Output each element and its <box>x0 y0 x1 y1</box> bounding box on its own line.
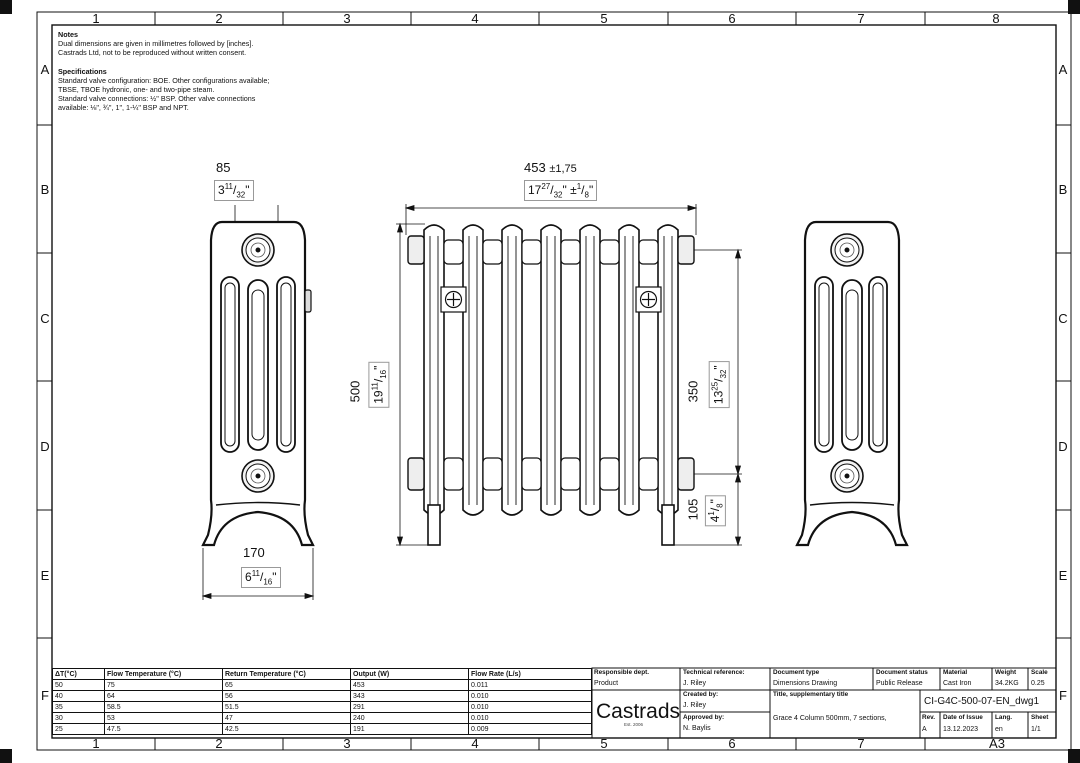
spec-line: Standard valve configuration: BOE. Other… <box>58 75 270 85</box>
corner-mark-tl <box>0 0 12 14</box>
foot-inches: 611/16" <box>241 567 281 589</box>
material-value: Cast Iron <box>943 680 972 687</box>
side-view-right <box>795 220 909 547</box>
flow-rate-table: ΔT(°C) Flow Temperature (°C) Return Temp… <box>52 668 592 735</box>
grid-row-d-right: D <box>1058 439 1068 454</box>
responsible-label: Responsible dept. <box>594 669 650 676</box>
logo-established: Est. 2006 <box>624 722 644 727</box>
notes-block: Notes Dual dimensions are given in milli… <box>58 30 269 113</box>
issue-value: 13.12.2023 <box>943 726 979 733</box>
table-row: 50 75 65 453 0.011 <box>52 679 592 691</box>
grid-row-f-right: F <box>1059 688 1067 703</box>
grid-col-2-bottom: 2 <box>215 736 223 751</box>
created-value: J. Riley <box>683 702 706 709</box>
paper-size: A3 <box>989 736 1005 751</box>
grid-row-b: B <box>40 182 50 197</box>
approved-value: N. Baylis <box>683 725 711 732</box>
grid-col-5: 5 <box>600 11 608 26</box>
grid-col-1-bottom: 1 <box>92 736 100 751</box>
corner-mark-tr <box>1068 0 1080 14</box>
corner-mark-bl <box>0 749 12 763</box>
front-view <box>407 224 695 546</box>
tech-ref-label: Technical reference: <box>683 669 745 676</box>
sheet-label: Sheet <box>1031 714 1049 721</box>
doc-status-value: Public Release <box>876 680 923 687</box>
sheet-value: 1/1 <box>1031 726 1041 733</box>
depth-top-inches: 311/32" <box>214 180 254 202</box>
table-cell: 47.5 <box>104 723 223 735</box>
grid-col-4: 4 <box>471 11 479 26</box>
title-value: Grace 4 Column 500mm, 7 sections, <box>773 715 887 722</box>
grid-col-4-bottom: 4 <box>471 736 479 751</box>
rev-label: Rev. <box>922 714 936 721</box>
scale-value: 0.25 <box>1031 680 1045 687</box>
grid-col-7: 7 <box>857 11 865 26</box>
grid-col-3: 3 <box>343 11 351 26</box>
grid-row-a-right: A <box>1058 62 1068 77</box>
grid-row-d: D <box>40 439 50 454</box>
spec-line: available: ⅛", ¾", 1", 1-¼" BSP and NPT. <box>58 103 189 113</box>
table-cell: 0.009 <box>468 723 592 735</box>
scale-label: Scale <box>1031 669 1048 676</box>
lang-value: en <box>995 726 1003 733</box>
grid-col-1: 1 <box>92 11 100 26</box>
tech-ref-value: J. Riley <box>683 680 706 687</box>
grid-row-e: E <box>40 568 50 583</box>
responsible-value: Product <box>594 680 619 687</box>
grid-row-a: A <box>40 62 50 77</box>
approved-label: Approved by: <box>683 714 725 721</box>
grid-col-8: 8 <box>992 11 1000 26</box>
spec-line: TBSE, TBOE hydronic, one- and two-pipe s… <box>58 85 215 95</box>
dimension-lines <box>201 204 742 600</box>
doc-status-label: Document status <box>876 669 928 676</box>
material-label: Material <box>943 669 968 676</box>
notes-heading: Notes <box>58 30 78 39</box>
side-view-left <box>201 220 315 547</box>
spec-heading: Specifications <box>58 66 107 76</box>
weight-value: 34.2KG <box>995 680 1019 687</box>
grid-col-6-bottom: 6 <box>728 736 736 751</box>
doc-type-label: Document type <box>773 669 820 676</box>
spec-line: Standard valve connections: ½" BSP. Othe… <box>58 94 256 104</box>
table-cell: 191 <box>350 723 469 735</box>
foot-mm: 170 <box>243 545 265 560</box>
grid-col-5-bottom: 5 <box>600 736 608 751</box>
depth-top-mm: 85 <box>216 160 231 175</box>
width-inches: 1727/32" ±1/8" <box>524 180 598 202</box>
grid-col-6: 6 <box>728 11 736 26</box>
grid-col-3-bottom: 3 <box>343 736 351 751</box>
drawing-id: CI-G4C-500-07-EN_dwg1 <box>924 696 1040 707</box>
grid-row-e-right: E <box>1058 568 1068 583</box>
grid-col-7-bottom: 7 <box>857 736 865 751</box>
doc-type-value: Dimensions Drawing <box>773 680 838 687</box>
grid-row-c: C <box>40 311 50 326</box>
lang-label: Lang. <box>995 714 1013 721</box>
grid-col-2: 2 <box>215 11 223 26</box>
grid-row-b-right: B <box>1058 182 1068 197</box>
notes-line: Castrads Ltd, not to be reproduced witho… <box>58 48 247 58</box>
rev-value: A <box>922 726 927 733</box>
notes-line: Dual dimensions are given in millimetres… <box>58 39 254 49</box>
weight-label: Weight <box>995 669 1017 676</box>
title-label: Title, supplementary title <box>773 691 849 698</box>
table-row: 25 47.5 42.5 191 0.009 <box>52 723 592 735</box>
grid-row-c-right: C <box>1058 311 1068 326</box>
castrads-logo: Castrads <box>596 700 681 723</box>
width-mm: 453 ±1,75 <box>524 160 577 175</box>
corner-mark-br <box>1068 749 1080 763</box>
created-label: Created by: <box>683 691 719 698</box>
issue-label: Date of Issue <box>943 714 983 721</box>
grid-row-f: F <box>41 688 49 703</box>
